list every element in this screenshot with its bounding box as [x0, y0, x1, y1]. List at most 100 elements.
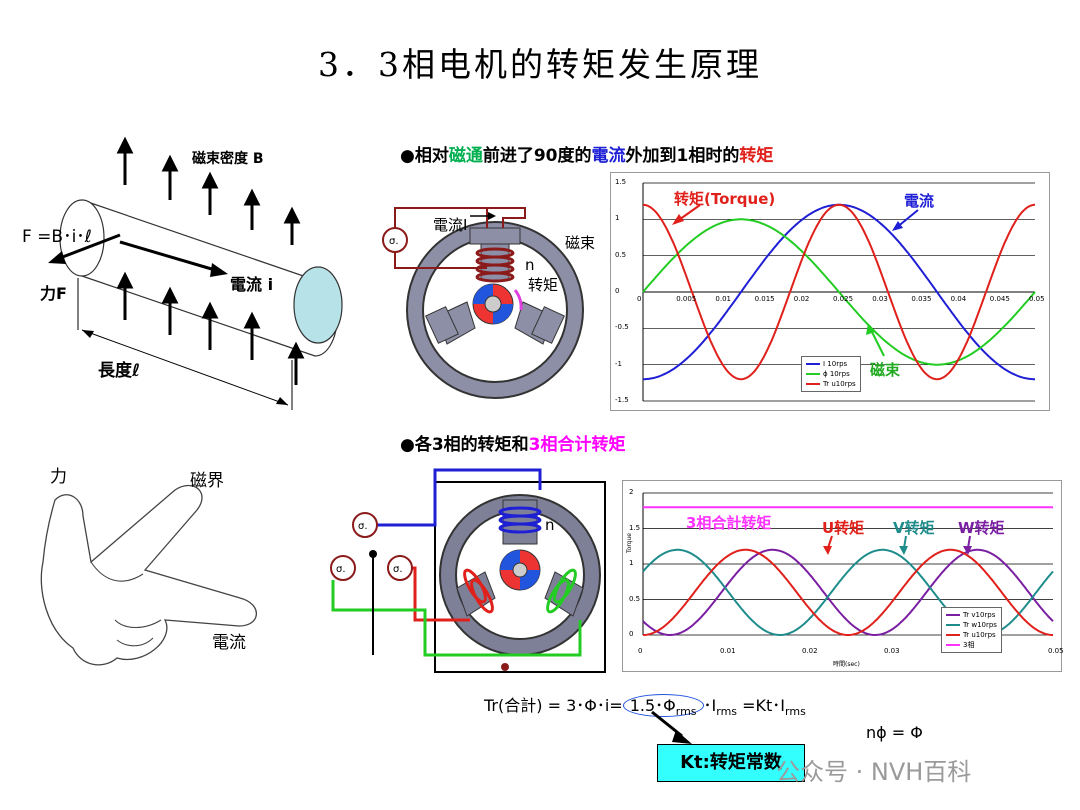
legend-label: I 10rps: [823, 360, 848, 368]
watermark: 公众号 · NVH百科: [776, 758, 972, 786]
single-phase-motor-diagram: σ.: [382, 207, 584, 399]
legend-item: Tr u10rps: [946, 630, 997, 640]
x-tick-label: 0.025: [833, 295, 854, 303]
series-line: [642, 203, 1036, 381]
hand-current-label: 電流: [212, 633, 246, 653]
formula-rhs-sub: rms: [785, 705, 806, 719]
y-tick-label: -0.5: [615, 323, 629, 332]
y-tick-label: 1: [615, 214, 620, 223]
formula-mid-sub: rms: [716, 705, 738, 719]
x-tick-label: 0.01: [720, 647, 736, 655]
y-tick-label: 1.5: [615, 178, 627, 186]
section2-heading-part: 3相合计转矩: [528, 435, 626, 455]
chart2-legend: Tr v10rps Tr w10rps Tr u10rps 3相: [941, 607, 1002, 653]
chart2-u-annotation: U转矩: [822, 519, 865, 537]
x-tick-label: 0.05: [1029, 295, 1045, 303]
three-phase-motor-diagram: σ. σ. σ.: [330, 468, 606, 673]
legend-item: 3相: [946, 640, 997, 650]
x-tick-label: 0.005: [676, 295, 697, 303]
y-tick-label: 0.5: [615, 250, 627, 259]
svg-text:σ.: σ.: [393, 564, 403, 575]
y-tick-label: 0.5: [629, 594, 641, 603]
formula-mid: ･I: [703, 696, 717, 715]
section1-heading-part: 磁通: [448, 146, 483, 166]
x-tick-label: 0.03: [884, 647, 900, 655]
hand-rule-icon: [40, 484, 257, 666]
section1-heading-part: 前进了90度的: [482, 146, 592, 166]
x-tick-label: 0.01: [715, 295, 731, 303]
y-tick-label: -1: [615, 359, 622, 368]
legend-label: Tr u10rps: [823, 380, 856, 388]
chart1-torque-annotation: 转矩(Torque): [674, 190, 776, 208]
formula-circled: 1.5･Φrms: [622, 694, 704, 719]
x-tick-label: 0.02: [793, 295, 810, 303]
legend-label: 3相: [963, 641, 975, 649]
formula-rhs: =Kt･I: [737, 696, 786, 715]
conductor-diagram: [48, 136, 343, 410]
y-tick-label: 1: [629, 559, 634, 567]
chart1-current-annotation: 電流: [904, 192, 935, 210]
section2-heading: ●各3相的转矩和3相合计转矩: [400, 430, 626, 455]
x-tick-label: 0: [638, 647, 643, 655]
section1-heading-part: 转矩: [739, 146, 774, 166]
hand-force-label: 力: [50, 467, 67, 487]
hand-field-label: 磁界: [190, 471, 224, 491]
torque-formula: Tr(合計) = 3･Φ･i=1.5･Φrms･Irms =Kt･Irms: [484, 692, 806, 718]
formula-circled-sub: rms: [675, 705, 697, 719]
series-line: [642, 218, 1036, 366]
chart2-xlabel: 時間(sec): [833, 661, 860, 668]
legend-item: ϕ 10rps: [806, 369, 856, 379]
y-tick-label: 1.5: [629, 523, 641, 532]
x-tick-label: 0.05: [1048, 647, 1064, 655]
legend-item: Tr u10rps: [806, 379, 856, 389]
formula-lhs: Tr(合計) = 3･Φ･i=: [484, 696, 623, 715]
chart2-v-annotation: V转矩: [893, 519, 935, 537]
chart2-w-annotation: W转矩: [958, 519, 1005, 537]
x-tick-label: 0.015: [754, 295, 775, 303]
x-tick-label: 0: [637, 295, 642, 303]
section1-heading: ●相对磁通前进了90度的電流外加到1相时的转矩: [400, 141, 773, 166]
x-tick-label: 0.045: [989, 295, 1010, 303]
y-tick-label: 0: [629, 630, 634, 638]
legend-label: Tr u10rps: [963, 631, 996, 639]
force-label: 力F: [40, 284, 67, 303]
torque-constant-box: Kt:转矩常数: [657, 744, 805, 782]
section1-heading-part: ●相对: [400, 146, 449, 166]
chart1-flux-annotation: 磁束: [870, 361, 901, 379]
series-line: [643, 548, 1053, 636]
svg-text:σ.: σ.: [358, 521, 368, 532]
y-tick-label: 0: [615, 287, 620, 295]
current-i-label: 電流 i: [230, 275, 274, 294]
legend-label: Tr v10rps: [963, 611, 996, 619]
svg-text:σ.: σ.: [389, 236, 399, 247]
legend-item: Tr v10rps: [946, 610, 997, 620]
motor2-n-label: n: [545, 516, 555, 534]
legend-item: I 10rps: [806, 359, 856, 369]
section1-heading-part: 外加到1相时的: [625, 146, 740, 166]
chart2-plot: [642, 492, 1054, 636]
nphi-formula: nϕ = Φ: [866, 723, 923, 742]
flux-density-label: 磁束密度 B: [192, 151, 264, 167]
legend-item: Tr w10rps: [946, 620, 997, 630]
x-tick-label: 0.03: [872, 295, 888, 303]
x-tick-label: 0.02: [802, 647, 818, 655]
formula-circled-text: 1.5･Φ: [629, 696, 676, 715]
chart2-ylabel: Torque: [626, 533, 633, 553]
chart1-legend: I 10rps ϕ 10rps Tr u10rps: [801, 356, 861, 392]
y-tick-label: 2: [629, 488, 634, 496]
legend-label: ϕ 10rps: [823, 370, 850, 378]
svg-text:σ.: σ.: [336, 564, 346, 575]
length-label: 長度ℓ: [98, 361, 141, 381]
motor1-n-label: n: [525, 256, 535, 274]
section2-heading-part: ●各3相的转矩和: [400, 435, 529, 455]
x-tick-label: 0.035: [911, 295, 932, 303]
x-tick-label: 0.04: [950, 295, 967, 303]
force-formula: F =B･i･ℓ: [22, 227, 92, 247]
motor1-current-label: 電流I: [433, 216, 468, 234]
legend-label: Tr w10rps: [963, 621, 997, 629]
motor1-torque-label: 转矩: [528, 276, 559, 294]
motor1-flux-label: 磁束: [565, 234, 596, 252]
page-title: 3．3相电机的转矩发生原理: [318, 45, 762, 84]
y-tick-label: -1.5: [615, 396, 629, 404]
chart2-total-annotation: 3相合計转矩: [686, 514, 772, 532]
